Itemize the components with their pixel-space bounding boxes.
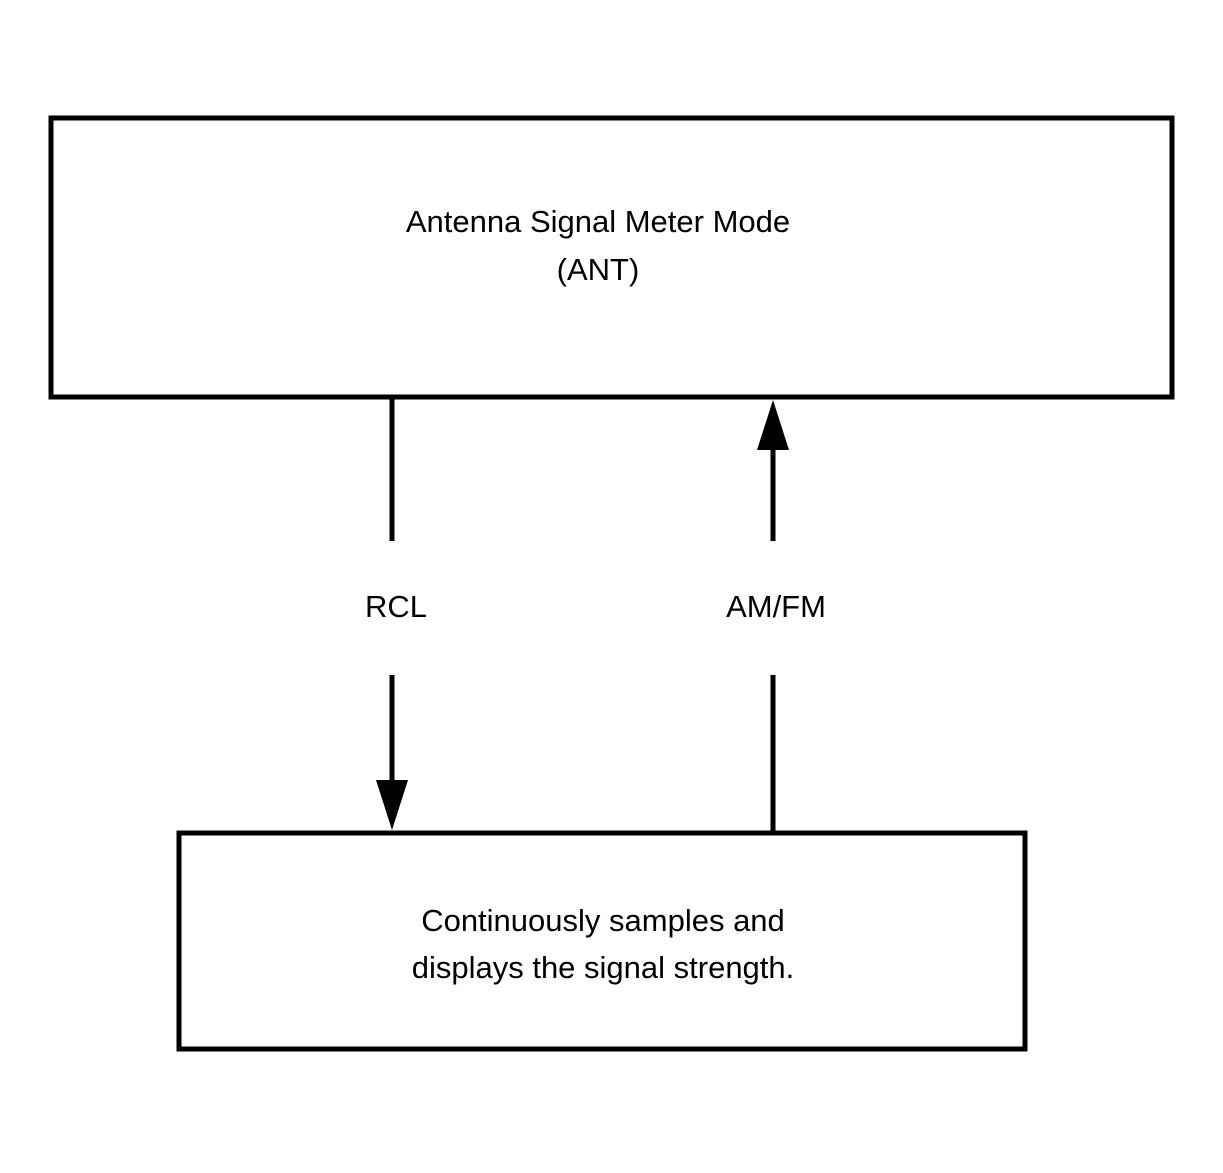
top-box-subtitle: (ANT) bbox=[557, 252, 640, 287]
top-box-border bbox=[48, 115, 1175, 400]
top-box-title: Antenna Signal Meter Mode bbox=[406, 204, 790, 239]
bottom-box-border bbox=[176, 830, 1028, 1052]
signal-strength-box: Continuously samples and displays the si… bbox=[176, 830, 1028, 1052]
rcl-arrowhead-down bbox=[376, 780, 408, 830]
bottom-box-line1: Continuously samples and bbox=[421, 903, 785, 938]
bottom-box-line2: displays the signal strength. bbox=[412, 950, 795, 985]
rcl-label: RCL bbox=[365, 589, 427, 624]
antenna-signal-meter-mode-box: Antenna Signal Meter Mode (ANT) bbox=[48, 115, 1175, 400]
rcl-connector: RCL bbox=[365, 398, 427, 830]
amfm-label: AM/FM bbox=[726, 589, 826, 624]
amfm-arrowhead-up bbox=[757, 400, 789, 450]
amfm-connector: AM/FM bbox=[726, 400, 826, 832]
